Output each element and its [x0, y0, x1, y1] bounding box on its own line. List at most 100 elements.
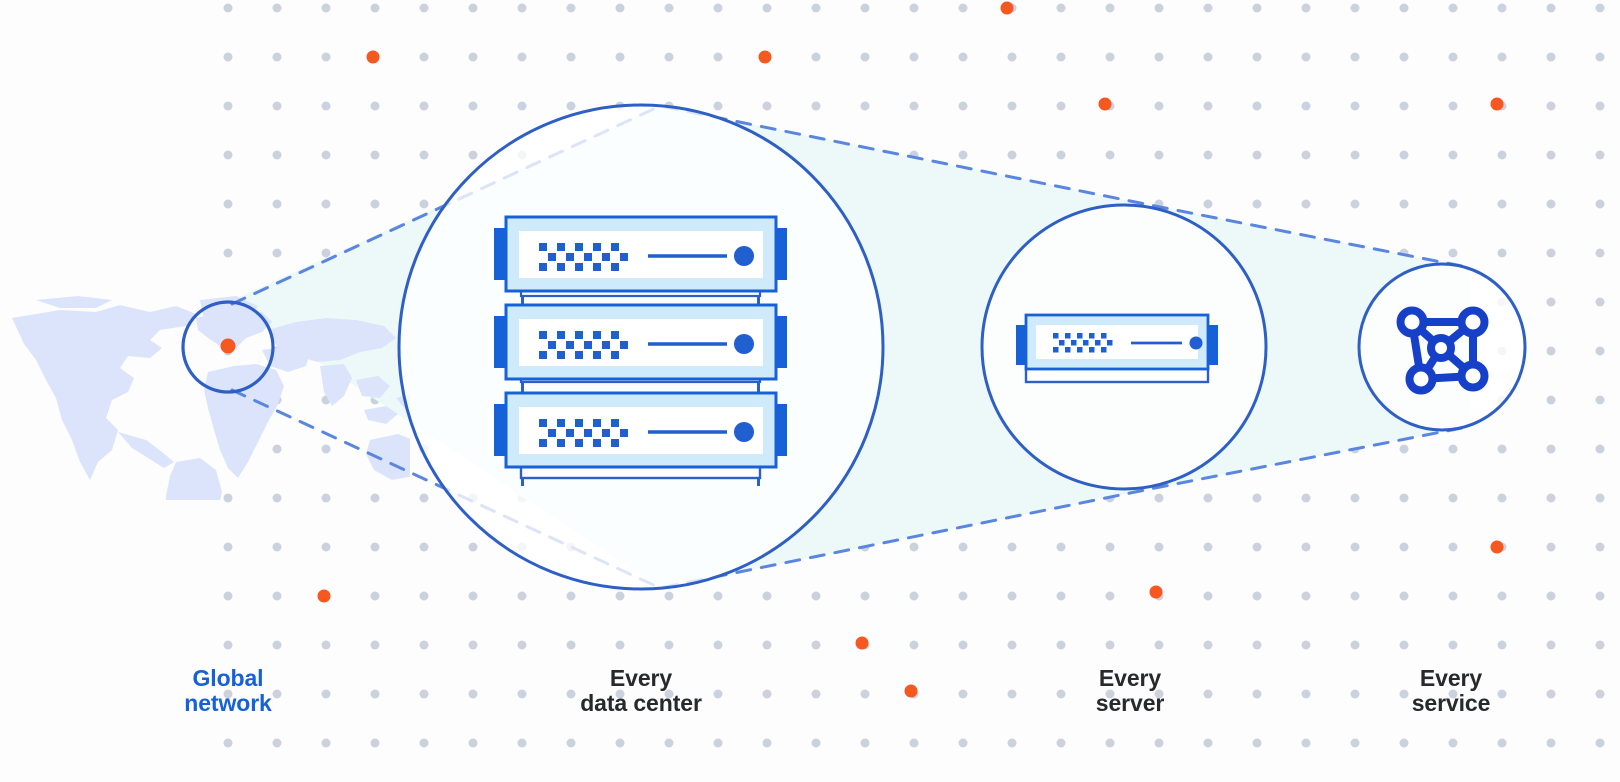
- grid-dot: [321, 199, 331, 209]
- grid-dot: [517, 689, 527, 699]
- grid-dot: [909, 101, 919, 111]
- grid-dot: [272, 248, 282, 258]
- grid-dot: [468, 738, 478, 748]
- grid-dot: [860, 689, 870, 699]
- grid-dot: [1056, 689, 1066, 699]
- grid-dot: [419, 689, 429, 699]
- grid-dot: [1595, 542, 1605, 552]
- grid-dot: [223, 640, 233, 650]
- grid-dot: [1595, 493, 1605, 503]
- highlight-dot: [758, 50, 772, 64]
- grid-dot: [1301, 738, 1311, 748]
- grid-dot: [1154, 52, 1164, 62]
- grid-dot: [1301, 542, 1311, 552]
- grid-dot: [1252, 199, 1262, 209]
- highlight-dots: [317, 1, 1504, 698]
- grid-dot: [811, 640, 821, 650]
- grid-dot: [223, 493, 233, 503]
- grid-dot: [1350, 101, 1360, 111]
- highlight-dot: [1000, 1, 1014, 15]
- grid-dot: [272, 591, 282, 601]
- grid-dot: [1203, 542, 1213, 552]
- grid-dot: [419, 640, 429, 650]
- grid-dot: [321, 248, 331, 258]
- grid-dot: [272, 150, 282, 160]
- rack-unit-3: [494, 391, 787, 469]
- grid-dot: [370, 542, 380, 552]
- grid-dot: [958, 689, 968, 699]
- grid-dot: [1448, 3, 1458, 13]
- grid-dot: [1497, 640, 1507, 650]
- grid-dot: [909, 640, 919, 650]
- grid-dot: [1007, 591, 1017, 601]
- grid-dot: [1546, 738, 1556, 748]
- single-server-vent-dots: [1053, 333, 1113, 353]
- grid-dot: [370, 3, 380, 13]
- highlight-dot: [366, 50, 380, 64]
- mesh-node-bottom-right: [1457, 360, 1489, 392]
- mesh-node-center: [1427, 334, 1455, 362]
- grid-dot: [1252, 3, 1262, 13]
- grid-dot: [321, 444, 331, 454]
- grid-dot: [1056, 52, 1066, 62]
- grid-dot: [1056, 591, 1066, 601]
- grid-dot: [1007, 689, 1017, 699]
- grid-dot: [517, 52, 527, 62]
- grid-dot: [1448, 542, 1458, 552]
- grid-dot: [713, 591, 723, 601]
- grid-dot: [1595, 591, 1605, 601]
- grid-dot: [1399, 689, 1409, 699]
- grid-dot: [517, 591, 527, 601]
- grid-dot: [1546, 346, 1556, 356]
- grid-dot: [272, 3, 282, 13]
- grid-dot: [762, 738, 772, 748]
- grid-dot: [664, 738, 674, 748]
- grid-dot: [664, 689, 674, 699]
- service-mesh-nodes: [1396, 306, 1489, 395]
- grid-dot: [1497, 738, 1507, 748]
- world-map-icon: [12, 296, 410, 500]
- grid-dot: [419, 101, 429, 111]
- grid-dot: [1497, 3, 1507, 13]
- grid-dot: [223, 199, 233, 209]
- grid-dot: [713, 3, 723, 13]
- grid-dot: [517, 738, 527, 748]
- grid-dot: [370, 591, 380, 601]
- grid-dot: [1399, 150, 1409, 160]
- grid-dot: [1252, 493, 1262, 503]
- grid-dot: [1497, 52, 1507, 62]
- grid-dot: [223, 3, 233, 13]
- grid-dot: [1154, 689, 1164, 699]
- grid-dot: [272, 689, 282, 699]
- grid-dot: [860, 591, 870, 601]
- grid-dot: [321, 52, 331, 62]
- caption-every-data-center: Every data center: [580, 665, 702, 716]
- grid-dot: [419, 591, 429, 601]
- grid-dot: [1350, 199, 1360, 209]
- grid-dot: [1301, 689, 1311, 699]
- grid-dot: [1546, 199, 1556, 209]
- grid-dot: [1497, 493, 1507, 503]
- grid-dot: [1154, 640, 1164, 650]
- grid-dot: [223, 101, 233, 111]
- grid-dot: [370, 199, 380, 209]
- grid-dot: [370, 738, 380, 748]
- grid-dot: [1007, 542, 1017, 552]
- grid-dot: [1448, 248, 1458, 258]
- grid-dot: [468, 3, 478, 13]
- grid-dot: [370, 493, 380, 503]
- grid-dot: [370, 689, 380, 699]
- highlight-dot: [1149, 585, 1163, 599]
- grid-dot: [1595, 640, 1605, 650]
- grid-dot: [1399, 444, 1409, 454]
- grid-dot: [1056, 640, 1066, 650]
- grid-dot: [1448, 101, 1458, 111]
- grid-dot: [1448, 640, 1458, 650]
- rack-unit-vent-dots: [539, 331, 628, 359]
- grid-dot: [664, 640, 674, 650]
- grid-dot: [1252, 52, 1262, 62]
- grid-dot: [419, 3, 429, 13]
- grid-dot: [615, 738, 625, 748]
- grid-dot: [958, 3, 968, 13]
- grid-dot: [1546, 444, 1556, 454]
